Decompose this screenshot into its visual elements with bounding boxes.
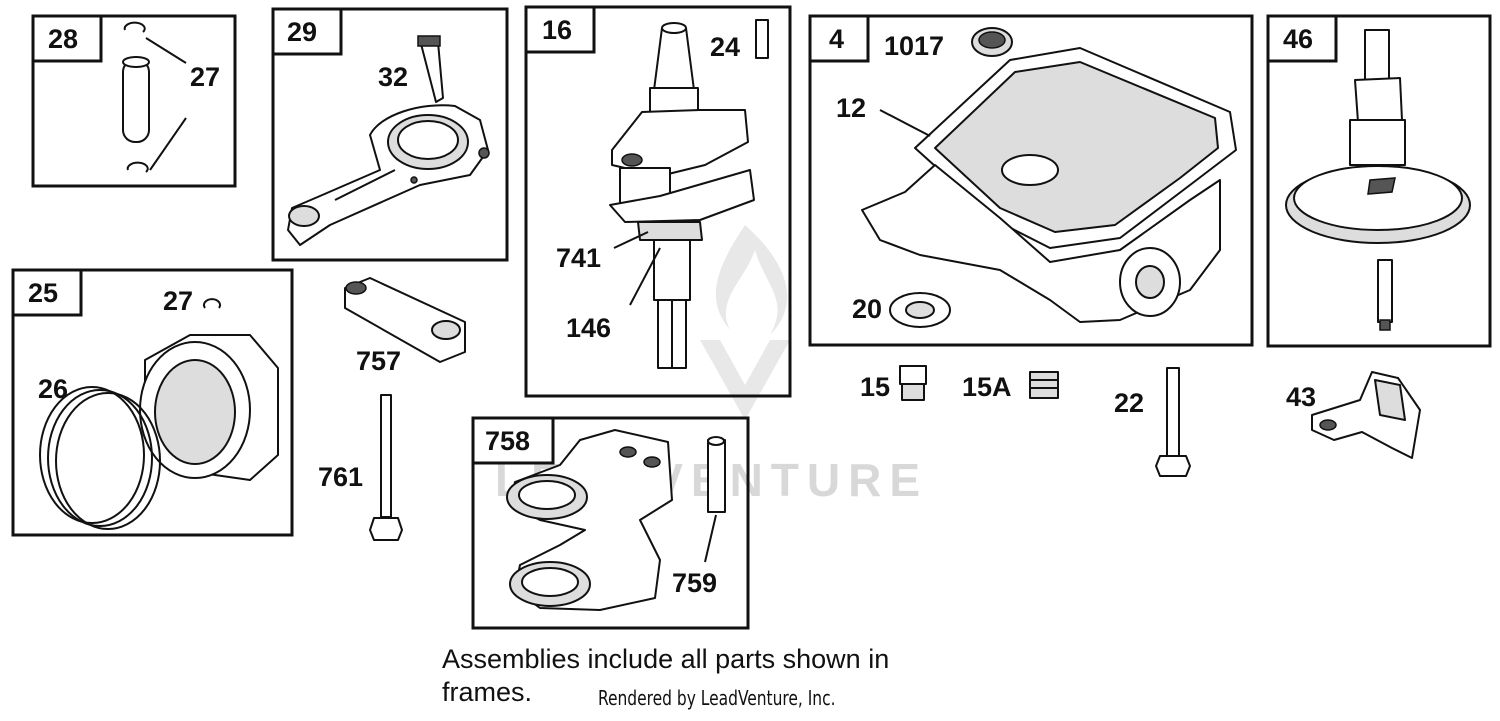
callout-15: 15 [860,372,890,402]
frame-758-tag: 758 [485,426,530,456]
crankshaft-key [755,19,769,59]
callout-20: 20 [852,294,882,324]
drain-plug-15 [899,365,927,385]
frame-29: 29 32 [271,7,509,262]
callout-27-pin: 27 [190,62,220,92]
frame-28-tag: 28 [48,24,78,54]
assembly-note-line-2: frames. [442,677,533,707]
piston-pin [122,59,150,143]
frame-28-border [31,14,237,188]
frame-4-tag-box [808,14,870,63]
frame-16: 16 24 741 146 [524,5,792,398]
piston-ring-2 [47,389,153,527]
plug-15a [1029,371,1059,399]
frame-16-tag-box [524,5,596,54]
frame-16-border [524,5,792,398]
callout-22: 22 [1114,388,1144,418]
retaining-ring-piston [203,298,221,309]
frame-25-tag: 25 [28,278,58,308]
callout-26: 26 [38,374,68,404]
assembly-note-line-1: Assemblies include all parts shown in [442,644,890,674]
callout-1017: 1017 [884,31,944,61]
frame-25-border [11,268,294,537]
frame-46-tag: 46 [1283,24,1313,54]
callout-32: 32 [378,62,408,92]
callout-12: 12 [836,93,866,123]
callout-757: 757 [356,346,401,376]
frame-46-tag-box [1266,14,1338,63]
frame-29-tag-box [271,7,343,56]
piston-pin-drawing [122,21,187,173]
bolt-761 [380,394,392,518]
frame-28: 28 27 [31,14,237,188]
frame-46: 46 [1266,14,1492,348]
sump-drawing [861,27,1237,328]
crankshaft-drawing [609,19,769,369]
crank-web-lower [609,169,755,223]
callout-43: 43 [1286,382,1316,412]
callout-759: 759 [672,568,717,598]
frame-16-tag: 16 [542,15,572,45]
callout-761: 761 [318,462,363,492]
camshaft-end [1364,29,1390,81]
callout-27-piston: 27 [163,286,193,316]
connecting-rod-drawing [287,35,490,246]
camshaft-pin [1377,259,1393,323]
part-15: 15 [860,365,927,402]
retaining-ring-top [123,21,146,33]
frame-758: 758 759 [471,416,750,630]
rod-cap-757 [344,277,466,363]
callout-741: 741 [556,243,601,273]
frame-4-border [808,14,1254,347]
balancer-drawing [506,429,726,611]
assembly-note: Assemblies include all parts shown in fr… [442,643,1062,709]
callout-15a: 15A [962,372,1012,402]
callout-24: 24 [710,32,740,62]
frame-758-border [471,416,750,630]
watermark-flame-icon [715,225,788,335]
frame-4-tag: 4 [829,24,844,54]
crank-gear [637,221,703,241]
watermark-v-icon [700,340,790,420]
frame-25-tag-box [11,268,83,317]
camshaft-drawing [1285,29,1471,331]
frame-25: 25 27 26 [11,268,294,537]
rendered-by-credit: Rendered by LeadVenture, Inc. [598,686,836,710]
piston-drawing [39,298,279,530]
part-757: 757 [344,277,466,376]
cam-lobe [1354,77,1403,123]
rod-bolt [419,39,444,103]
callout-146: 146 [566,313,611,343]
retaining-ring-bottom [126,161,149,173]
frame-29-tag: 29 [287,17,317,47]
part-43: 43 [1286,371,1421,459]
dowel-pin-759 [707,439,726,513]
frame-28-tag-box [31,14,103,63]
frame-29-border [271,7,509,262]
bolt-22 [1166,367,1180,457]
piston-ring-3 [55,392,161,530]
part-761: 761 [318,394,403,541]
part-15a: 15A [962,371,1059,402]
frame-758-tag-box [471,416,555,465]
part-22: 22 [1114,367,1191,477]
frame-46-border [1266,14,1492,348]
frame-4: 4 1017 12 20 [808,14,1254,347]
crankshaft-taper [653,27,695,91]
